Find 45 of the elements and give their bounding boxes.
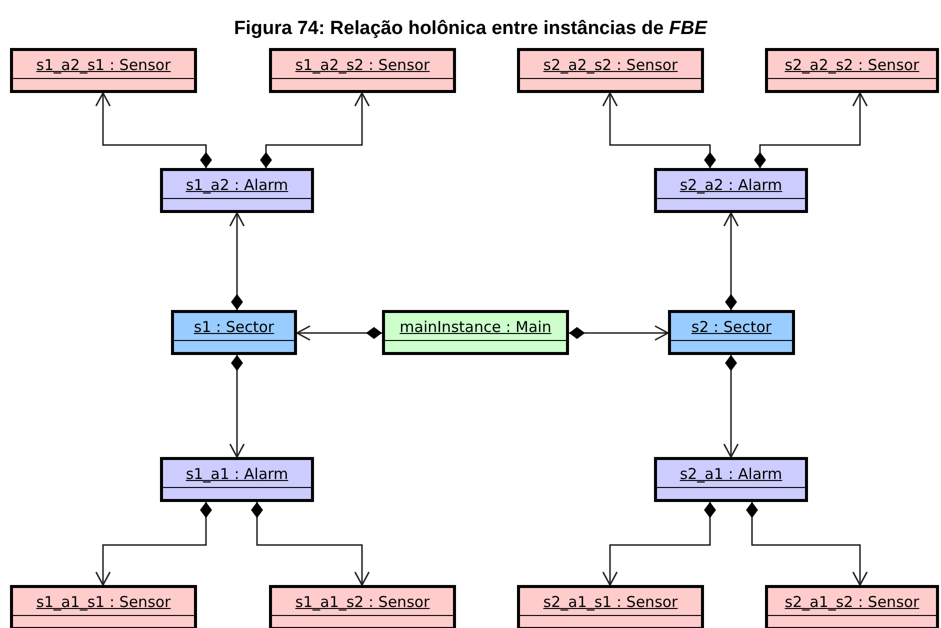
composition-arrow <box>746 502 868 586</box>
object-name: s1_a1 : Alarm <box>184 464 290 485</box>
object-name: s2_a2_s2 : Sensor <box>784 55 920 76</box>
composition-arrow <box>754 92 868 168</box>
object-name: s2_a2_s2 : Sensor <box>542 55 679 76</box>
object-box <box>765 585 939 628</box>
composition-arrow <box>95 92 212 168</box>
object-box <box>10 585 197 628</box>
object-name: s2_a1 : Alarm <box>678 464 784 485</box>
object-name: s1_a1_s2 : Sensor <box>294 592 431 613</box>
object-name: s2_a2 : Alarm <box>678 175 784 196</box>
object-name: mainInstance : Main <box>398 317 552 338</box>
object-name: s1_a2 : Alarm <box>184 175 290 196</box>
object-box <box>765 48 939 93</box>
object-box <box>517 585 704 628</box>
object-box <box>517 48 704 93</box>
object-name: s2_a1_s2 : Sensor <box>784 592 920 613</box>
composition-arrow <box>569 325 669 341</box>
object-name: s2_a1_s1 : Sensor <box>542 592 679 613</box>
figure-title: Figura 74: Relação holônica entre instâncias de FBE <box>232 18 708 40</box>
object-box <box>269 48 456 93</box>
composition-arrow <box>602 92 716 168</box>
composition-arrow <box>723 212 739 310</box>
composition-arrow <box>296 325 382 341</box>
object-box <box>269 585 456 628</box>
object-name: s1_a2_s1 : Sensor <box>35 55 172 76</box>
composition-arrow <box>229 355 245 458</box>
object-box <box>654 168 808 213</box>
composition-arrow <box>260 92 370 168</box>
object-box <box>171 310 297 355</box>
object-box <box>382 310 569 355</box>
composition-arrow <box>251 502 370 586</box>
composition-arrow <box>229 212 245 310</box>
object-name: s1_a2_s2 : Sensor <box>294 55 431 76</box>
object-box <box>160 457 314 502</box>
object-box <box>654 457 808 502</box>
composition-arrow <box>723 355 739 458</box>
object-name: s1 : Sector <box>192 317 276 338</box>
object-box <box>10 48 197 93</box>
composition-arrow <box>602 502 716 586</box>
composition-arrow <box>95 502 212 586</box>
object-box <box>668 310 795 355</box>
object-name: s1_a1_s1 : Sensor <box>35 592 172 613</box>
object-name: s2 : Sector <box>690 317 773 338</box>
object-box <box>160 168 314 213</box>
